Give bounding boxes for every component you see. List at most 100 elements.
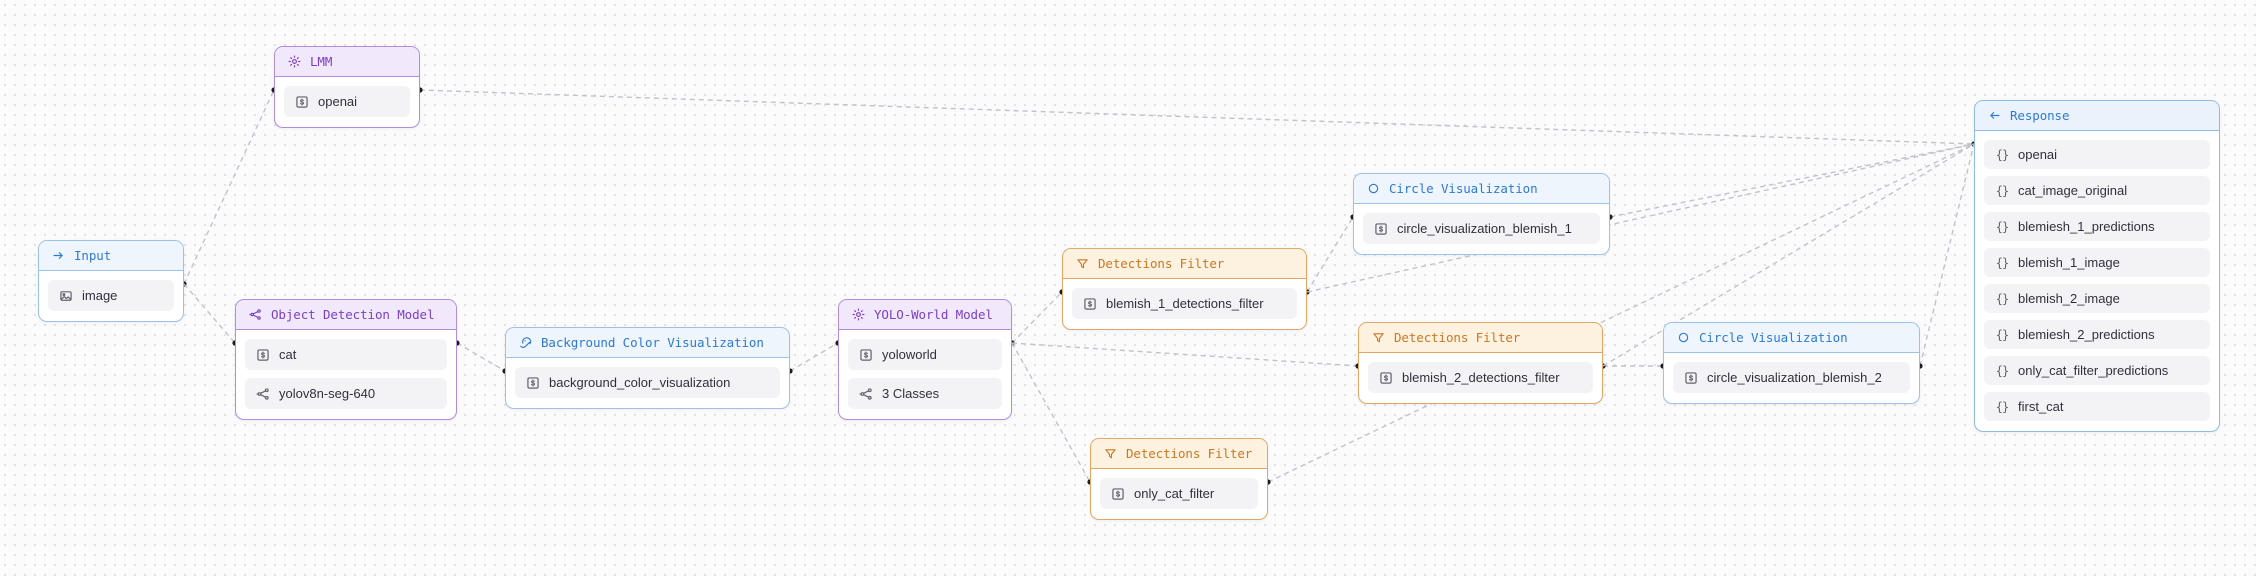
node-row-label: openai [2018, 147, 2058, 162]
node-circle-visualization-blemish-2[interactable]: Circle Visualization circle_visualization… [1663, 322, 1920, 404]
node-row[interactable]: background_color_visualization [515, 367, 780, 398]
node-header[interactable]: Background Color Visualization [506, 328, 789, 358]
node-header[interactable]: Object Detection Model [236, 300, 456, 330]
node-detections-filter-blemish-1[interactable]: Detections Filter blemish_1_detections_fi… [1062, 248, 1307, 330]
node-row-label: background_color_visualization [549, 375, 731, 390]
node-body: circle_visualization_blemish_2 [1664, 353, 1919, 403]
node-row[interactable]: {} first_cat [1984, 392, 2210, 421]
braces-icon: {} [1995, 147, 2009, 162]
node-body: yoloworld 3 Classes [839, 330, 1011, 419]
node-row-label: blemish_1_detections_filter [1106, 296, 1264, 311]
edge-input-to-object-detection-model [183, 283, 236, 344]
node-row[interactable]: circle_visualization_blemish_2 [1673, 362, 1910, 393]
node-row-label: image [82, 288, 118, 303]
node-row[interactable]: {}blemiesh_2_predictions [1984, 320, 2210, 349]
node-row[interactable]: yolov8n-seg-640 [245, 378, 447, 409]
node-row-label: openai [318, 94, 358, 109]
node-row-label: blemiesh_2_predictions [2018, 327, 2155, 342]
node-header[interactable]: LMM [275, 47, 419, 77]
edge-circle-visualization-blemish-1-to-response [1609, 143, 1975, 218]
braces-icon: {} [1995, 291, 2009, 306]
image-icon [59, 289, 73, 303]
node-body: blemish_2_detections_filter [1359, 353, 1602, 403]
node-row-label: first_cat [2018, 399, 2064, 414]
node-title: Circle Visualization [1699, 330, 1848, 345]
node-row-label: blemish_1_image [2018, 255, 2120, 270]
node-header[interactable]: Response [1975, 101, 2219, 131]
node-body: image [39, 271, 183, 321]
node-row[interactable]: {}cat_image_original [1984, 176, 2210, 205]
node-row[interactable]: {}only_cat_filter_predictions [1984, 356, 2210, 385]
node-header[interactable]: Detections Filter [1359, 323, 1602, 353]
network-icon [859, 387, 873, 401]
node-body: only_cat_filter [1091, 469, 1267, 519]
dollar-box-icon [526, 376, 540, 390]
node-row-label: yolov8n-seg-640 [279, 386, 376, 401]
dollar-box-icon [1684, 371, 1698, 385]
edge-input-to-lmm [183, 89, 275, 285]
funnel-icon [1104, 447, 1117, 460]
node-title: LMM [310, 54, 333, 69]
node-row[interactable]: image [48, 280, 174, 311]
node-row[interactable]: {} openai [1984, 140, 2210, 169]
node-row[interactable]: {}blemish_1_image [1984, 248, 2210, 277]
circle-icon [1677, 331, 1690, 344]
node-header[interactable]: Circle Visualization [1354, 174, 1609, 204]
node-row-label: only_cat_filter_predictions [2018, 363, 2169, 378]
node-detections-filter-blemish-2[interactable]: Detections Filter blemish_2_detections_fi… [1358, 322, 1603, 404]
node-title: Input [74, 248, 112, 263]
node-row-label: blemish_2_detections_filter [1402, 370, 1560, 385]
node-title: YOLO-World Model [874, 307, 993, 322]
node-row[interactable]: yoloworld [848, 339, 1002, 370]
node-body: background_color_visualization [506, 358, 789, 408]
braces-icon: {} [1995, 399, 2009, 414]
arrow-right-icon [52, 249, 65, 262]
node-background-color-visualization[interactable]: Background Color Visualization background… [505, 327, 790, 409]
node-row[interactable]: 3 Classes [848, 378, 1002, 409]
node-row[interactable]: cat [245, 339, 447, 370]
node-header[interactable]: Circle Visualization [1664, 323, 1919, 353]
dollar-box-icon [256, 348, 270, 362]
node-row-label: cat [279, 347, 297, 362]
gear-icon [852, 308, 865, 321]
node-header[interactable]: Detections Filter [1063, 249, 1306, 279]
dollar-box-icon [295, 95, 309, 109]
node-row-label: 3 Classes [882, 386, 940, 401]
dollar-box-icon [1111, 487, 1125, 501]
edge-detections-filter-blemish-1-to-circle-visualization-blemish-1 [1306, 216, 1354, 293]
edge-yolo-world-model-to-detections-filter-blemish-2 [1011, 342, 1359, 367]
node-header[interactable]: Detections Filter [1091, 439, 1267, 469]
funnel-icon [1076, 257, 1089, 270]
node-header[interactable]: YOLO-World Model [839, 300, 1011, 330]
node-detections-filter-only-cat[interactable]: Detections Filter only_cat_filter [1090, 438, 1268, 520]
node-title: Detections Filter [1098, 256, 1225, 271]
node-lmm[interactable]: LMM openai [274, 46, 420, 128]
node-row[interactable]: {}blemish_2_image [1984, 284, 2210, 313]
network-icon [256, 387, 270, 401]
node-response[interactable]: Response{}openai{}cat_image_original{}bl… [1974, 100, 2220, 432]
node-object-detection-model[interactable]: Object Detection Model cat yolov8n-seg-640 [235, 299, 457, 420]
node-row[interactable]: blemish_2_detections_filter [1368, 362, 1593, 393]
node-title: Response [2010, 108, 2070, 123]
circle-icon [1367, 182, 1380, 195]
edge-circle-visualization-blemish-2-to-response [1919, 143, 1975, 367]
edge-yolo-world-model-to-detections-filter-blemish-1 [1011, 291, 1063, 344]
node-input[interactable]: Input image [38, 240, 184, 322]
node-row[interactable]: {}blemiesh_1_predictions [1984, 212, 2210, 241]
node-row-label: cat_image_original [2018, 183, 2128, 198]
node-circle-visualization-blemish-1[interactable]: Circle Visualization circle_visualization… [1353, 173, 1610, 255]
node-row-label: circle_visualization_blemish_1 [1397, 221, 1572, 236]
node-yolo-world-model[interactable]: YOLO-World Model yoloworld 3 Classes [838, 299, 1012, 420]
node-row[interactable]: openai [284, 86, 410, 117]
node-row[interactable]: blemish_1_detections_filter [1072, 288, 1297, 319]
arrow-left-icon [1988, 109, 2001, 122]
node-header[interactable]: Input [39, 241, 183, 271]
node-row[interactable]: circle_visualization_blemish_1 [1363, 213, 1600, 244]
node-row[interactable]: only_cat_filter [1100, 478, 1258, 509]
edge-background-color-visualization-to-yolo-world-model [789, 342, 839, 372]
node-title: Circle Visualization [1389, 181, 1538, 196]
node-body: openai [275, 77, 419, 127]
node-body: blemish_1_detections_filter [1063, 279, 1306, 329]
braces-icon: {} [1995, 219, 2009, 234]
